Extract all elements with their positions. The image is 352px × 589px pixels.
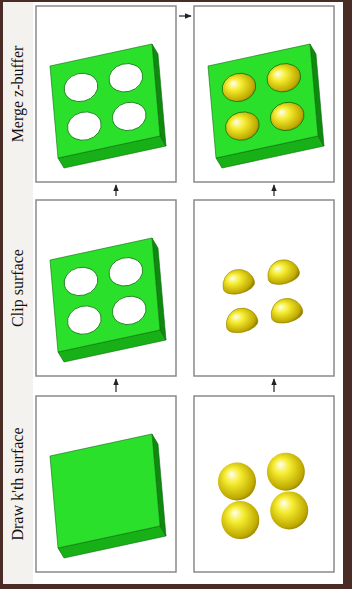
flow-arrow bbox=[179, 15, 191, 16]
flow-arrow bbox=[115, 185, 116, 196]
panel bbox=[194, 396, 334, 572]
sphere bbox=[270, 491, 308, 529]
panel-frame bbox=[194, 396, 334, 572]
row-label-holder: Clip surface bbox=[7, 193, 29, 383]
row-label-holder: Merge z-buffer bbox=[7, 0, 29, 189]
half-sphere bbox=[264, 256, 301, 287]
half-sphere bbox=[220, 266, 257, 297]
sphere-fill bbox=[222, 108, 262, 143]
hole bbox=[61, 264, 101, 299]
half-sphere bbox=[268, 295, 305, 326]
panel bbox=[36, 200, 176, 376]
slab-top bbox=[50, 238, 160, 352]
hole bbox=[64, 108, 104, 143]
panel-frame bbox=[36, 200, 176, 376]
hole bbox=[109, 99, 149, 134]
row-label: Merge z-buffer bbox=[9, 46, 26, 143]
panel-frame bbox=[36, 6, 176, 182]
panel bbox=[36, 6, 176, 182]
panel bbox=[194, 200, 334, 376]
sphere-fill bbox=[264, 60, 304, 95]
sphere-fill bbox=[219, 70, 259, 105]
hole bbox=[64, 302, 104, 337]
half-sphere bbox=[223, 305, 260, 336]
label-strip bbox=[3, 2, 33, 584]
slab-top bbox=[50, 44, 160, 158]
row-label: Draw k'th surface bbox=[9, 427, 26, 540]
flow-arrow bbox=[273, 185, 274, 196]
sphere-fill bbox=[267, 99, 307, 134]
flow-arrow bbox=[273, 379, 274, 392]
row-label-holder: Draw k'th surface bbox=[7, 389, 29, 579]
panel bbox=[194, 6, 334, 182]
hole bbox=[106, 60, 146, 95]
panel bbox=[36, 396, 176, 572]
hole bbox=[109, 293, 149, 328]
sphere bbox=[267, 453, 305, 491]
paper-ground bbox=[3, 2, 343, 584]
panel-frame bbox=[194, 6, 334, 182]
row-label: Clip surface bbox=[9, 249, 26, 327]
sphere bbox=[221, 501, 259, 539]
flow-arrow bbox=[115, 379, 116, 392]
panel-frame bbox=[36, 396, 176, 572]
hole bbox=[106, 254, 146, 289]
slab-top bbox=[208, 44, 318, 158]
panel-frame bbox=[194, 200, 334, 376]
slab-top bbox=[50, 434, 160, 548]
hole bbox=[61, 70, 101, 105]
sphere bbox=[218, 462, 256, 500]
